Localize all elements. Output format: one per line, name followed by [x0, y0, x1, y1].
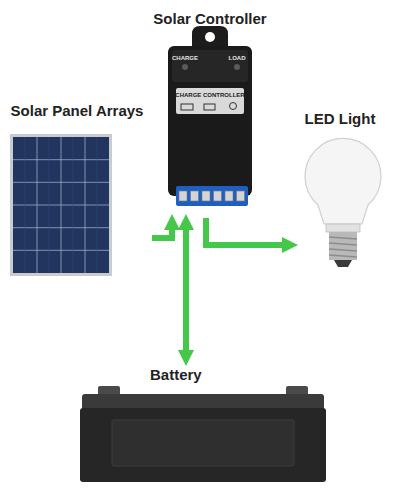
- battery-label-area: [112, 420, 294, 466]
- indicator-led: [182, 64, 188, 70]
- panel-frame: [10, 134, 112, 276]
- bulb-base: [329, 232, 357, 260]
- controller-node: Solar Controller: [149, 4, 270, 218]
- panel-cells: [13, 137, 109, 273]
- node-label: Solar Controller: [153, 10, 266, 28]
- bulb-glass: [305, 138, 381, 224]
- node-label: LED Light: [305, 110, 376, 128]
- bulb-contact: [334, 260, 352, 267]
- cell-lines: [25, 137, 97, 273]
- solar-panel-node: Solar Panel Arrays: [2, 100, 152, 278]
- solar-panel: [10, 134, 112, 276]
- node-label: Battery: [150, 366, 202, 384]
- mounting-hole: [205, 32, 215, 42]
- controller-top-face: [172, 50, 248, 82]
- terminal-screw: [225, 191, 233, 201]
- terminal-screw: [202, 191, 210, 201]
- indicator-label: CHARGE: [172, 55, 198, 62]
- cell-grid: [13, 137, 109, 273]
- flow-arrow: [152, 230, 172, 238]
- label-band: [176, 88, 244, 114]
- led-light-node: LED Light: [294, 108, 386, 268]
- battery: [80, 386, 326, 482]
- controller-body: [168, 46, 252, 196]
- controller-device: [168, 26, 252, 206]
- terminal-screw: [237, 191, 245, 201]
- indicator-label: LOAD: [229, 55, 246, 62]
- battery-case: [80, 408, 326, 482]
- node-label: Solar Panel Arrays: [11, 102, 144, 120]
- bulb-thread: [329, 237, 357, 257]
- flow-arrow: [183, 230, 189, 350]
- indicator-led: [234, 64, 240, 70]
- flow-arrow: [206, 218, 282, 245]
- bulb-collar: [326, 224, 360, 232]
- terminal-screw: [214, 191, 222, 201]
- terminal-block: [176, 186, 248, 206]
- battery-lid: [82, 394, 324, 410]
- panel-icon: [181, 104, 193, 110]
- battery-node: Battery: [78, 362, 328, 484]
- terminal-screw: [179, 191, 187, 201]
- terminal-screws: [179, 191, 245, 201]
- led-bulb: [305, 138, 381, 267]
- bulb-icon: [230, 103, 237, 110]
- battery-icon: [204, 104, 215, 110]
- device-label: CHARGE CONTROLLER: [175, 92, 244, 99]
- terminal-screw: [191, 191, 199, 201]
